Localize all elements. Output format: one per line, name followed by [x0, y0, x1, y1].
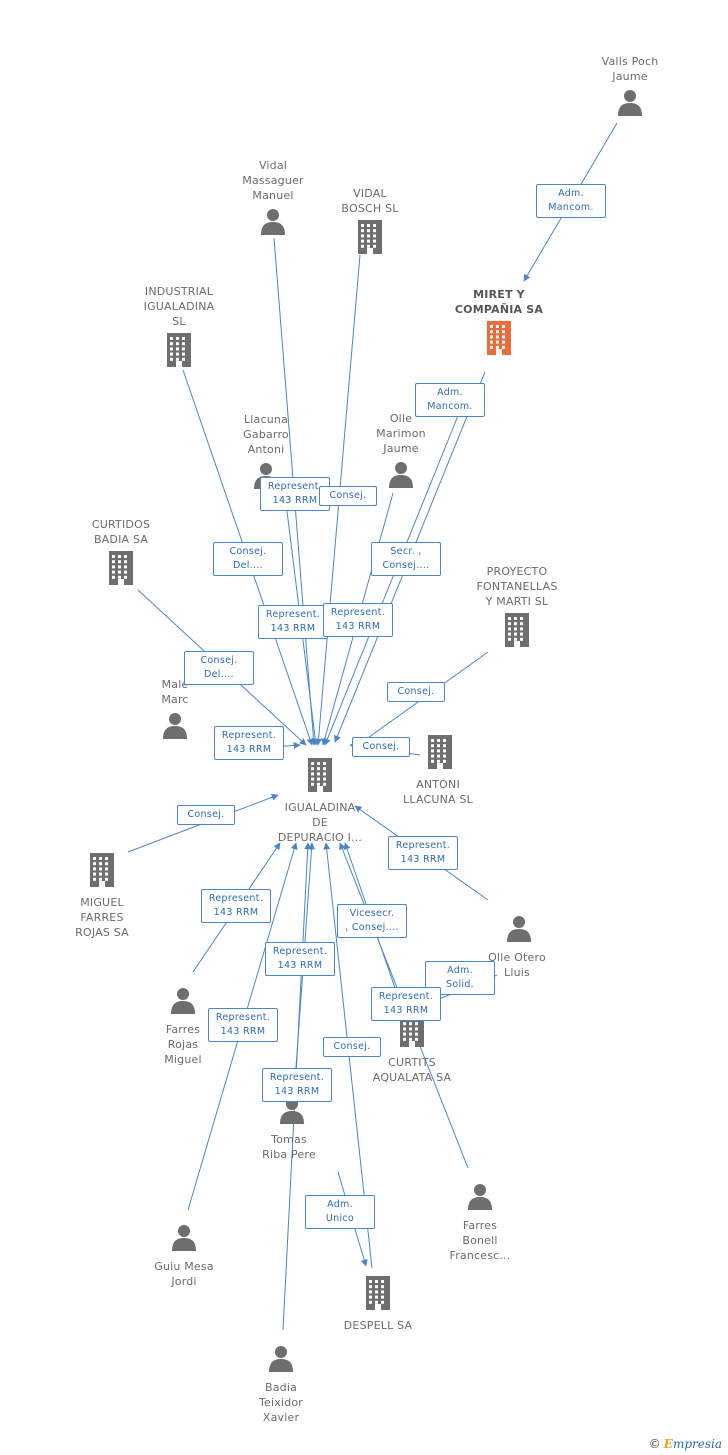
- edge-label-badia-main[interactable]: Represent. 143 RRM: [262, 1068, 332, 1102]
- node-miguel[interactable]: MIGUEL FARRES ROJAS SA: [37, 853, 167, 940]
- edge-label-farres_r-main[interactable]: Represent. 143 RRM: [201, 889, 271, 923]
- brand-logo-icon: E: [663, 1437, 673, 1451]
- node-miret[interactable]: MIRET Y COMPAÑIA SA: [434, 287, 564, 359]
- edge-label-farres_b-main[interactable]: Represent. 143 RRM: [371, 987, 441, 1021]
- person-icon: [336, 460, 466, 492]
- person-icon: [565, 88, 695, 120]
- node-olle-o[interactable]: Olle Otero Lluis: [452, 914, 582, 980]
- node-label: ANTONI LLACUNA SL: [403, 778, 473, 806]
- node-label: CURTITS AQUALATA SA: [372, 1056, 452, 1084]
- node-tomas[interactable]: Tomas Riba Pere: [224, 1096, 354, 1162]
- node-label: CURTIDOS BADIA SA: [91, 518, 151, 546]
- edge-label-curtits-main[interactable]: Vicesecr. , Consej....: [337, 904, 407, 938]
- edge-label-llacuna_g-main[interactable]: Represent. 143 RRM: [258, 605, 328, 639]
- edge-label-curtidos-main[interactable]: Consej. Del....: [184, 651, 254, 685]
- node-label: MIRET Y COMPAÑIA SA: [454, 288, 544, 316]
- node-label: Llacuna Gabarro Antoni: [243, 413, 289, 456]
- building-icon: [114, 333, 244, 371]
- edge-label-tomas-despell[interactable]: Adm. Unico: [305, 1195, 375, 1229]
- node-label: PROYECTO FONTANELLAS Y MARTI SL: [476, 565, 558, 608]
- node-label: VIDAL BOSCH SL: [341, 187, 399, 215]
- node-despell[interactable]: DESPELL SA: [313, 1276, 443, 1333]
- node-guiu[interactable]: Guiu Mesa Jordi: [119, 1223, 249, 1289]
- node-badia[interactable]: Badia Teixidor Xavier: [216, 1344, 346, 1425]
- copyright-symbol: ©: [648, 1437, 661, 1451]
- node-label: MIGUEL FARRES ROJAS SA: [75, 896, 129, 939]
- edge-label-vidal_b-main[interactable]: Consej.: [319, 486, 377, 506]
- edge-label-antoni-main[interactable]: Consej.: [352, 737, 410, 757]
- edge-label-main-miret[interactable]: Adm. Mancom.: [415, 383, 485, 417]
- node-label: IGUALADINA DE DEPURACIO I...: [277, 801, 363, 844]
- edge-label-tomas-main[interactable]: Represent. 143 RRM: [265, 942, 335, 976]
- building-icon: [313, 1276, 443, 1314]
- person-icon: [415, 1182, 545, 1214]
- person-icon: [216, 1344, 346, 1376]
- person-icon: [456, 914, 582, 946]
- person-icon: [119, 1223, 249, 1255]
- person-icon: [118, 986, 248, 1018]
- person-icon: [110, 711, 240, 743]
- brand-name: mpresia: [672, 1437, 722, 1451]
- node-farres-r[interactable]: Farres Rojas Miguel: [118, 986, 248, 1067]
- node-label: Vidal Massaguer Manuel: [242, 159, 304, 202]
- edge-label-miguel-main[interactable]: Consej.: [177, 805, 235, 825]
- node-label: Male Marc: [161, 678, 189, 706]
- node-vidal-m[interactable]: Vidal Massaguer Manuel: [208, 158, 338, 239]
- building-icon: [37, 853, 167, 891]
- edge-label-miret-main[interactable]: Secr. , Consej....: [371, 542, 441, 576]
- building-icon: [434, 321, 564, 359]
- building-icon: [56, 551, 186, 589]
- edge-label-valls-miret[interactable]: Adm. Mancom.: [536, 184, 606, 218]
- node-label: Guiu Mesa Jordi: [154, 1260, 214, 1288]
- node-male[interactable]: Male Marc: [110, 677, 240, 743]
- node-antoni[interactable]: ANTONI LLACUNA SL: [373, 735, 503, 807]
- node-olle-m[interactable]: Olle Marimon Jaume: [336, 411, 466, 492]
- node-label: Farres Bonell Francesc...: [449, 1219, 511, 1262]
- node-label: Olle Marimon Jaume: [376, 412, 426, 455]
- edge-label-male-main[interactable]: Represent. 143 RRM: [214, 726, 284, 760]
- node-label: Badia Teixidor Xavier: [258, 1381, 304, 1424]
- node-label: Tomas Riba Pere: [262, 1133, 316, 1161]
- building-icon: [305, 220, 435, 258]
- edge-label-industrial-main[interactable]: Consej. Del....: [213, 542, 283, 576]
- node-label: Farres Rojas Miguel: [164, 1023, 202, 1066]
- edge-label-guiu-main[interactable]: Represent. 143 RRM: [208, 1008, 278, 1042]
- edge-label-olle_m-main[interactable]: Represent. 143 RRM: [323, 603, 393, 637]
- node-proyecto[interactable]: PROYECTO FONTANELLAS Y MARTI SL: [452, 564, 582, 651]
- node-label: Valls Poch Jaume: [601, 55, 659, 83]
- node-farres-b[interactable]: Farres Bonell Francesc...: [415, 1182, 545, 1263]
- person-icon: [208, 207, 338, 239]
- node-main[interactable]: IGUALADINA DE DEPURACIO I...: [255, 758, 385, 845]
- node-label: Olle Otero Lluis: [488, 951, 546, 979]
- building-icon: [255, 758, 385, 796]
- node-curtidos[interactable]: CURTIDOS BADIA SA: [56, 517, 186, 589]
- node-label: DESPELL SA: [343, 1319, 413, 1332]
- edge-label-despell-main[interactable]: Consej.: [323, 1037, 381, 1057]
- edge-label-olle_o-main[interactable]: Represent. 143 RRM: [388, 836, 458, 870]
- edge-label-proyecto-main[interactable]: Consej.: [387, 682, 445, 702]
- footer-brand[interactable]: ©Empresia: [649, 1437, 722, 1451]
- node-label: INDUSTRIAL IGUALADINA SL: [143, 285, 215, 328]
- building-icon: [452, 613, 582, 651]
- node-vidal-b[interactable]: VIDAL BOSCH SL: [305, 186, 435, 258]
- building-icon: [377, 735, 503, 773]
- node-valls[interactable]: Valls Poch Jaume: [565, 54, 695, 120]
- node-industrial[interactable]: INDUSTRIAL IGUALADINA SL: [114, 284, 244, 371]
